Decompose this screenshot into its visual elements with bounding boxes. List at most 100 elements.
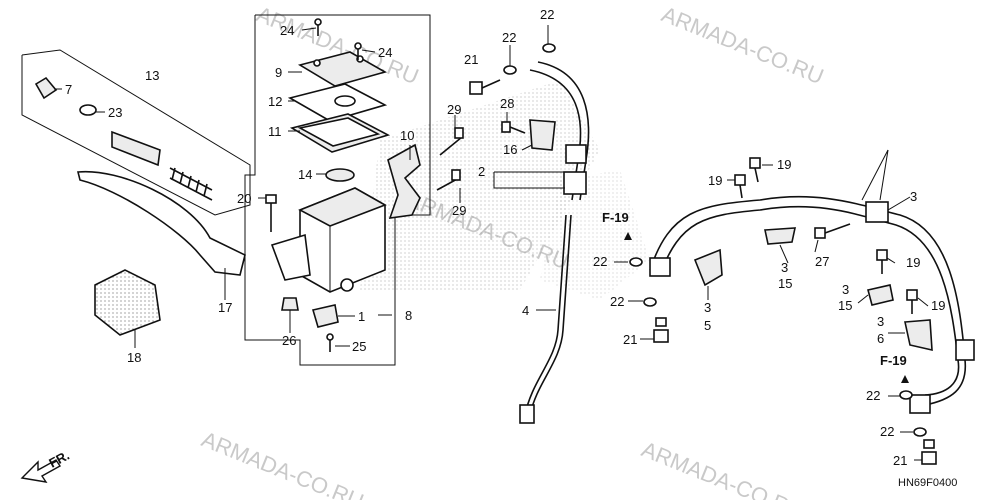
label-18: 18	[127, 350, 141, 365]
screw-24b	[354, 42, 362, 60]
circlip-23	[79, 104, 97, 116]
bolt-29a	[439, 127, 464, 156]
label-23: 23	[108, 105, 122, 120]
label-22d: 22	[610, 294, 624, 309]
bolt-19c	[876, 249, 888, 274]
label-22f: 22	[880, 424, 894, 439]
watermark-2: ARMADA-CO.RU	[658, 1, 827, 89]
bolt-29b	[436, 169, 461, 191]
washer-22b	[542, 43, 556, 53]
label-2: 2	[478, 164, 485, 179]
float-14	[325, 168, 355, 182]
bracket-15a	[764, 227, 797, 245]
label-3b: 3	[910, 189, 917, 204]
screw-24a	[314, 18, 322, 36]
ref-f19a[interactable]: F-19	[602, 210, 632, 240]
label-13: 13	[145, 68, 159, 83]
washer-22e	[899, 390, 913, 400]
label-29b: 29	[452, 203, 466, 218]
label-24a: 24	[280, 23, 294, 38]
bracket-15b	[867, 284, 894, 306]
label-6: 6	[877, 331, 884, 346]
bolt-20	[265, 194, 277, 232]
diagram-code: HN69F0400	[898, 477, 957, 489]
label-25: 25	[352, 339, 366, 354]
label-21b: 21	[623, 332, 637, 347]
diaphragm-11	[289, 113, 391, 153]
label-19d: 19	[931, 298, 945, 313]
label-21c: 21	[893, 453, 907, 468]
label-21a: 21	[464, 52, 478, 67]
label-9: 9	[275, 65, 282, 80]
washer-22c	[629, 257, 643, 267]
leader-lines	[54, 25, 929, 461]
lever-cover-18	[94, 269, 161, 336]
label-19c: 19	[906, 255, 920, 270]
label-27: 27	[815, 254, 829, 269]
front-direction-arrow: FR.	[20, 448, 72, 483]
master-cylinder-body	[270, 187, 387, 293]
label-3c: 3	[842, 282, 849, 297]
brake-lever-17	[76, 170, 246, 276]
bolt-19d	[906, 289, 918, 314]
washer-22d	[643, 297, 657, 307]
label-3c-top: 3	[704, 300, 711, 315]
label-15a: 15	[778, 276, 792, 291]
assembly-outline-8	[244, 14, 431, 366]
label-1: 1	[358, 309, 365, 324]
label-28: 28	[500, 96, 514, 111]
bolt-21c	[921, 439, 937, 465]
brake-pipe-4	[519, 214, 572, 424]
bolt-21b	[653, 317, 669, 343]
watermark-5: ARMADA-CO.RU	[638, 436, 807, 500]
bracket-6	[904, 319, 933, 352]
label-16: 16	[503, 142, 517, 157]
label-22b: 22	[540, 7, 554, 22]
label-8: 8	[405, 308, 412, 323]
brake-hose-3	[649, 195, 975, 414]
reservoir-cap-9	[297, 51, 388, 87]
svg-text:F-19: F-19	[880, 353, 907, 368]
brake-switch-1	[311, 304, 339, 328]
label-22a: 22	[502, 30, 516, 45]
label-5: 5	[704, 318, 711, 333]
label-22e: 22	[866, 388, 880, 403]
label-11: 11	[268, 124, 282, 139]
label-24b: 24	[378, 45, 392, 60]
label-10: 10	[400, 128, 414, 143]
label-22c: 22	[593, 254, 607, 269]
bolt-27	[814, 223, 851, 239]
label-15b: 15	[838, 298, 852, 313]
bolt-28	[501, 121, 526, 134]
label-20: 20	[237, 191, 251, 206]
label-26: 26	[282, 333, 296, 348]
label-19a: 19	[777, 157, 791, 172]
label-29a: 29	[447, 102, 461, 117]
watermark-4: ARMADA-CO.RU	[198, 426, 367, 500]
bracket-5	[693, 248, 723, 287]
holder-10	[387, 143, 421, 219]
label-14: 14	[298, 167, 312, 182]
bolt-19a	[749, 157, 761, 183]
bracket-16	[529, 119, 556, 151]
brake-hose-2	[529, 61, 590, 201]
label-19b: 19	[708, 173, 722, 188]
bolt-21a	[469, 79, 501, 95]
svg-text:F-19: F-19	[602, 210, 629, 225]
screw-25	[326, 333, 334, 352]
washer-22a	[503, 65, 517, 75]
washer-22f	[913, 427, 927, 437]
cap-plate-12	[287, 83, 388, 122]
boot-7	[34, 76, 58, 100]
label-3a: 3	[781, 260, 788, 275]
label-12: 12	[268, 94, 282, 109]
assembly-outline-13	[21, 49, 251, 216]
part-number-labels: 24 24 9 12 11 14 13 7 23 17 18 20 26 1 2…	[65, 7, 945, 468]
label-3d: 3	[877, 314, 884, 329]
piston-assembly	[111, 130, 213, 201]
nut-26	[281, 297, 299, 311]
label-17: 17	[218, 300, 232, 315]
label-4: 4	[522, 303, 529, 318]
ref-f19b[interactable]: F-19	[880, 353, 909, 383]
